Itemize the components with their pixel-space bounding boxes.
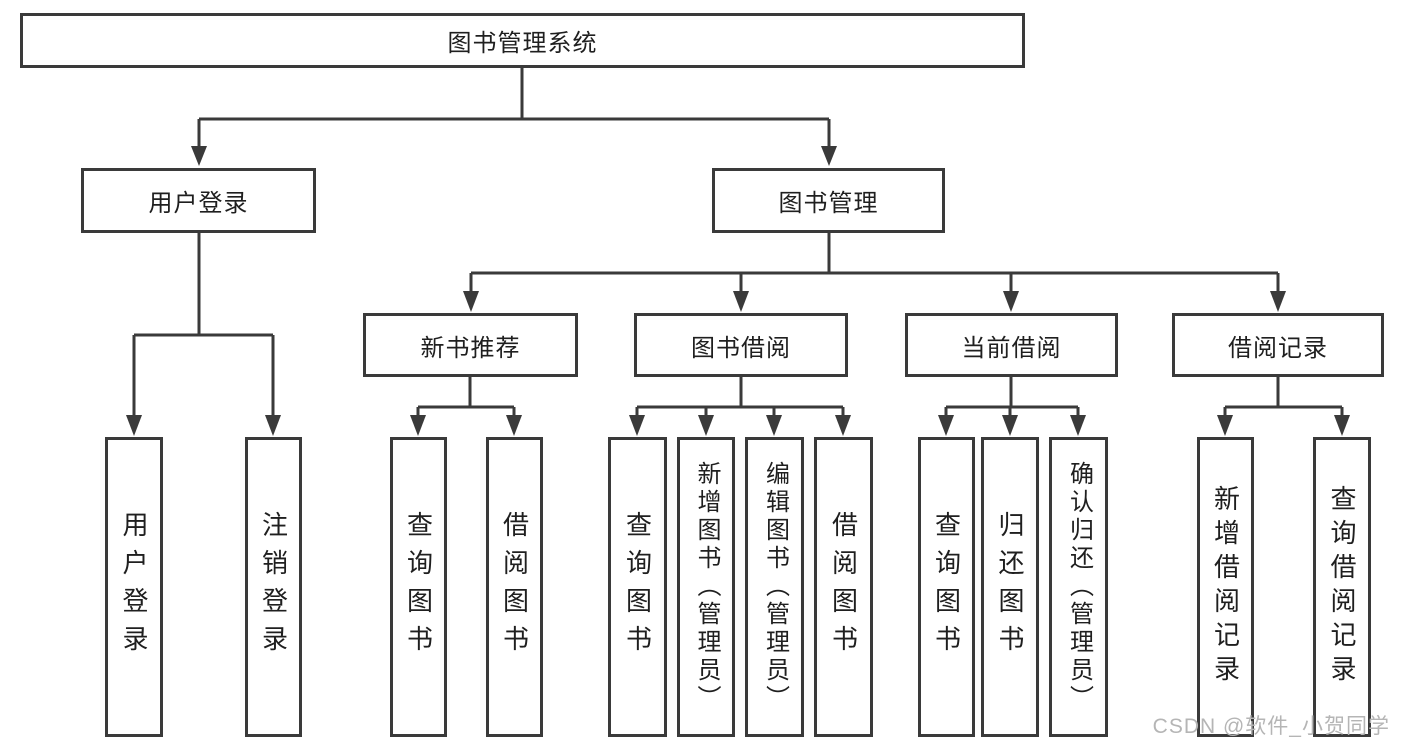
leaf-record-add: 新增借阅记录 bbox=[1197, 437, 1254, 737]
watermark-text: CSDN @软件_小贺同学 bbox=[1152, 715, 1390, 738]
node-book-management: 图书管理 bbox=[712, 168, 945, 233]
leaf-current-confirm-return-label: 确认归还（管理员） bbox=[1065, 461, 1093, 713]
leaf-user-login-label: 用户登录 bbox=[119, 511, 149, 663]
leaf-borrow-query-book-label: 查询图书 bbox=[622, 511, 653, 663]
node-new-book-recommend-label: 新书推荐 bbox=[420, 334, 521, 362]
leaf-recommend-query-book: 查询图书 bbox=[390, 437, 447, 737]
leaf-record-query-label: 查询借阅记录 bbox=[1327, 485, 1357, 689]
leaf-current-query-book: 查询图书 bbox=[918, 437, 975, 737]
leaf-borrow-add-book-label: 新增图书（管理员） bbox=[693, 461, 720, 713]
leaf-current-confirm-return: 确认归还（管理员） bbox=[1049, 437, 1108, 737]
leaf-borrow-borrow-book-label: 借阅图书 bbox=[828, 511, 859, 663]
node-current-borrow: 当前借阅 bbox=[905, 313, 1118, 377]
leaf-user-login: 用户登录 bbox=[105, 437, 163, 737]
leaf-recommend-borrow-book-label: 借阅图书 bbox=[499, 511, 530, 663]
leaf-borrow-add-book: 新增图书（管理员） bbox=[677, 437, 735, 737]
leaf-logout: 注销登录 bbox=[245, 437, 302, 737]
node-borrow-record: 借阅记录 bbox=[1172, 313, 1384, 377]
leaf-recommend-query-book-label: 查询图书 bbox=[403, 511, 434, 663]
leaf-borrow-edit-book: 编辑图书（管理员） bbox=[745, 437, 804, 737]
leaf-logout-label: 注销登录 bbox=[258, 511, 289, 663]
leaf-borrow-query-book: 查询图书 bbox=[608, 437, 667, 737]
leaf-current-return-book: 归还图书 bbox=[981, 437, 1039, 737]
node-root-label: 图书管理系统 bbox=[447, 30, 598, 57]
leaf-record-query: 查询借阅记录 bbox=[1313, 437, 1371, 737]
node-user-login: 用户登录 bbox=[81, 168, 316, 233]
leaf-current-query-book-label: 查询图书 bbox=[931, 511, 962, 663]
node-book-management-label: 图书管理 bbox=[778, 190, 879, 217]
node-root: 图书管理系统 bbox=[20, 13, 1025, 68]
leaf-borrow-edit-book-label: 编辑图书（管理员） bbox=[761, 461, 789, 713]
node-book-borrow: 图书借阅 bbox=[634, 313, 848, 377]
node-current-borrow-label: 当前借阅 bbox=[961, 334, 1062, 362]
leaf-record-add-label: 新增借阅记录 bbox=[1210, 485, 1241, 689]
leaf-borrow-borrow-book: 借阅图书 bbox=[814, 437, 873, 737]
node-new-book-recommend: 新书推荐 bbox=[363, 313, 578, 377]
node-book-borrow-label: 图书借阅 bbox=[691, 334, 791, 362]
node-user-login-label: 用户登录 bbox=[148, 190, 249, 217]
node-borrow-record-label: 借阅记录 bbox=[1228, 334, 1328, 362]
leaf-recommend-borrow-book: 借阅图书 bbox=[486, 437, 543, 737]
leaf-current-return-book-label: 归还图书 bbox=[995, 511, 1025, 663]
